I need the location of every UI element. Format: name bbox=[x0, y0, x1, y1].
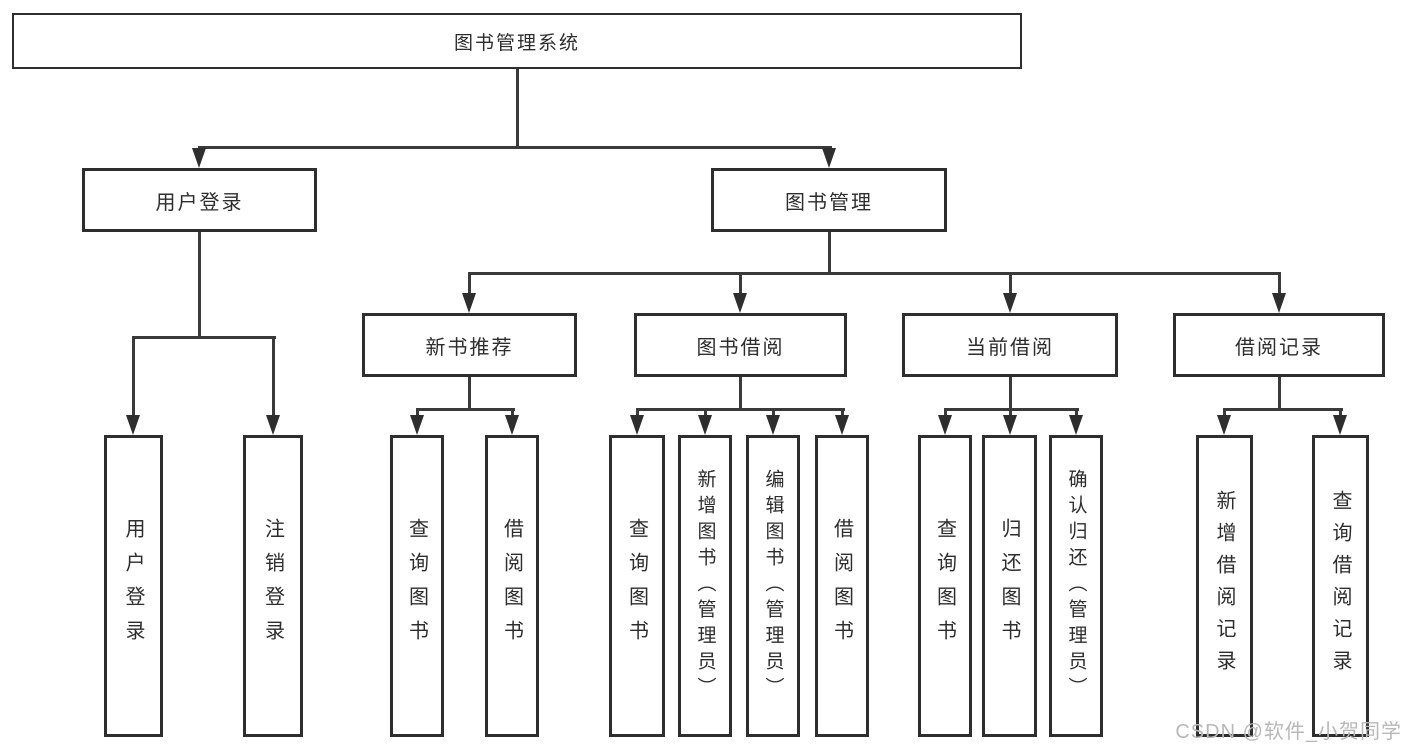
node-user-login-label: 用户登录 bbox=[155, 191, 244, 214]
arrow-to-leaf-add-books-admin-icon bbox=[698, 415, 712, 435]
leaf-return-books-label: 归还图书 bbox=[998, 518, 1020, 654]
leaf-add-borrow-record: 新增借阅记录 bbox=[1196, 435, 1253, 737]
arrow-to-leaf-borrow-books-recommend-icon bbox=[505, 415, 519, 435]
arrow-to-user-login-icon bbox=[192, 148, 206, 168]
edge-to-leaf-user-login-stem bbox=[132, 336, 135, 417]
leaf-borrow-books-recommend-label: 借阅图书 bbox=[500, 518, 523, 654]
node-borrowing-records-label: 借阅记录 bbox=[1235, 336, 1323, 359]
csdn-watermark: CSDN @软件_小贺同学 bbox=[1175, 721, 1402, 743]
leaf-add-borrow-record-label: 新增借阅记录 bbox=[1213, 490, 1235, 682]
arrow-to-leaf-edit-books-admin-icon bbox=[766, 415, 780, 435]
node-root: 图书管理系统 bbox=[12, 13, 1022, 69]
node-book-borrowing: 图书借阅 bbox=[634, 313, 847, 377]
arrow-to-book-management-icon bbox=[822, 148, 836, 168]
edge-borrowing-records-stem bbox=[1278, 377, 1281, 408]
edge-user-login-rail bbox=[132, 336, 276, 339]
arrow-to-leaf-confirm-return-admin-icon bbox=[1069, 415, 1083, 435]
leaf-query-borrow-record-label: 查询借阅记录 bbox=[1329, 490, 1351, 682]
arrow-to-leaf-return-books-icon bbox=[1003, 415, 1017, 435]
node-book-borrowing-label: 图书借阅 bbox=[696, 336, 785, 359]
edge-borrowing-records-rail bbox=[1223, 408, 1343, 411]
edge-to-leaf-return-books-stem bbox=[1009, 408, 1012, 417]
edge-to-leaf-borrow-books-stem bbox=[841, 408, 844, 417]
leaf-query-books-current: 查询图书 bbox=[918, 435, 972, 737]
leaf-user-login: 用户登录 bbox=[104, 435, 163, 737]
leaf-query-books-borrowing: 查询图书 bbox=[609, 435, 665, 737]
arrow-to-borrowing-records-icon bbox=[1272, 293, 1286, 313]
node-book-management-label: 图书管理 bbox=[785, 191, 873, 214]
leaf-query-books-borrowing-label: 查询图书 bbox=[625, 518, 648, 654]
arrow-to-leaf-query-books-borrowing-icon bbox=[630, 415, 644, 435]
leaf-add-books-admin-label: 新增图书（管理员） bbox=[694, 469, 716, 703]
leaf-borrow-books-label: 借阅图书 bbox=[830, 518, 853, 654]
node-borrowing-records: 借阅记录 bbox=[1173, 313, 1385, 377]
leaf-logout: 注销登录 bbox=[243, 435, 303, 737]
edge-new-book-recommendation-stem bbox=[468, 377, 471, 408]
arrow-to-leaf-query-books-recommend-icon bbox=[410, 415, 424, 435]
leaf-borrow-books-recommend: 借阅图书 bbox=[485, 435, 539, 737]
leaf-confirm-return-admin: 确认归还（管理员） bbox=[1049, 435, 1103, 737]
edge-book-borrowing-stem bbox=[739, 377, 742, 408]
leaf-query-books-recommend-label: 查询图书 bbox=[405, 518, 428, 654]
edge-to-leaf-edit-books-admin-stem bbox=[772, 408, 775, 417]
edge-to-leaf-logout-stem bbox=[272, 336, 275, 417]
edge-to-current-borrowing-stem bbox=[1009, 272, 1012, 297]
edge-user-login-stem bbox=[198, 232, 201, 336]
arrow-to-new-book-recommendation-icon bbox=[462, 293, 476, 313]
edge-to-new-book-recommendation-stem bbox=[468, 272, 471, 297]
edge-to-leaf-query-books-current-stem bbox=[944, 408, 947, 417]
edge-root-rail bbox=[198, 146, 832, 149]
leaf-borrow-books: 借阅图书 bbox=[815, 435, 869, 737]
edge-to-borrowing-records-stem bbox=[1278, 272, 1281, 297]
node-new-book-recommendation: 新书推荐 bbox=[362, 313, 577, 377]
edge-to-leaf-confirm-return-admin-stem bbox=[1075, 408, 1078, 417]
leaf-logout-label: 注销登录 bbox=[261, 518, 284, 654]
node-new-book-recommendation-label: 新书推荐 bbox=[425, 336, 514, 359]
edge-to-book-borrowing-stem bbox=[739, 272, 742, 297]
arrow-to-leaf-logout-icon bbox=[266, 415, 280, 435]
leaf-query-books-recommend: 查询图书 bbox=[390, 435, 444, 737]
edge-to-leaf-query-borrow-record-stem bbox=[1339, 408, 1342, 417]
edge-book-management-rail bbox=[468, 272, 1281, 275]
arrow-to-leaf-query-borrow-record-icon bbox=[1333, 415, 1347, 435]
leaf-query-books-current-label: 查询图书 bbox=[933, 518, 956, 654]
edge-new-book-recommendation-rail bbox=[416, 408, 515, 411]
node-book-management: 图书管理 bbox=[711, 168, 947, 232]
leaf-confirm-return-admin-label: 确认归还（管理员） bbox=[1065, 469, 1087, 703]
edge-to-leaf-borrow-books-recommend-stem bbox=[511, 408, 514, 417]
leaf-edit-books-admin: 编辑图书（管理员） bbox=[746, 435, 800, 737]
edge-current-borrowing-stem bbox=[1009, 377, 1012, 408]
node-user-login: 用户登录 bbox=[82, 168, 317, 232]
arrow-to-leaf-user-login-icon bbox=[126, 415, 140, 435]
edge-to-leaf-query-books-borrowing-stem bbox=[636, 408, 639, 417]
edge-book-management-stem bbox=[828, 232, 831, 272]
node-root-label: 图书管理系统 bbox=[453, 32, 580, 54]
arrow-to-leaf-borrow-books-icon bbox=[835, 415, 849, 435]
edge-book-borrowing-rail bbox=[636, 408, 845, 411]
leaf-return-books: 归还图书 bbox=[982, 435, 1037, 737]
arrow-to-book-borrowing-icon bbox=[733, 293, 747, 313]
arrow-to-leaf-add-borrow-record-icon bbox=[1217, 415, 1231, 435]
edge-root-stem bbox=[516, 69, 519, 146]
arrow-to-current-borrowing-icon bbox=[1003, 293, 1017, 313]
leaf-edit-books-admin-label: 编辑图书（管理员） bbox=[762, 469, 784, 703]
leaf-add-books-admin: 新增图书（管理员） bbox=[678, 435, 732, 737]
leaf-user-login-label: 用户登录 bbox=[122, 518, 144, 654]
edge-to-leaf-query-books-recommend-stem bbox=[416, 408, 419, 417]
node-current-borrowing-label: 当前借阅 bbox=[966, 336, 1054, 359]
arrow-to-leaf-query-books-current-icon bbox=[938, 415, 952, 435]
node-current-borrowing: 当前借阅 bbox=[902, 313, 1118, 377]
leaf-query-borrow-record: 查询借阅记录 bbox=[1312, 435, 1369, 737]
edge-to-leaf-add-borrow-record-stem bbox=[1223, 408, 1226, 417]
edge-to-leaf-add-books-admin-stem bbox=[704, 408, 707, 417]
